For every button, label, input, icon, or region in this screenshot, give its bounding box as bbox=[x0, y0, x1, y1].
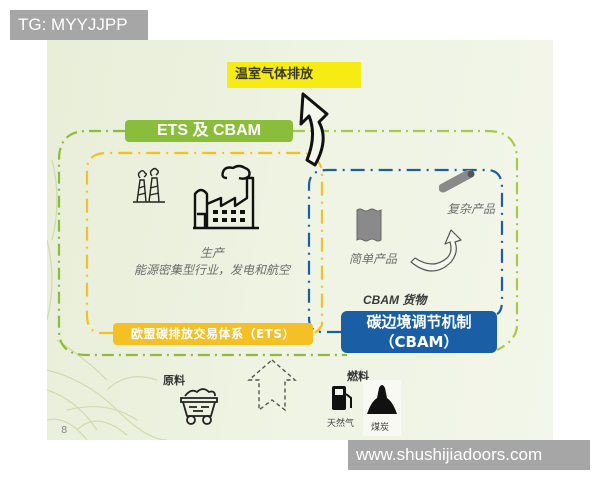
greenhouse-gas-emission-label: 温室气体排放 bbox=[227, 62, 361, 88]
mine-cart-icon bbox=[180, 388, 218, 425]
eu-ets-label: 欧盟碳排放交易体系（ETS） bbox=[113, 323, 313, 345]
chimney-stacks-icon bbox=[133, 167, 165, 203]
watermark-bottom-right: www.shushijiadoors.com bbox=[348, 440, 590, 470]
cbam-box-line2: （CBAM） bbox=[379, 333, 459, 351]
fuel-label: 燃料 bbox=[347, 370, 369, 383]
yellow-ets-boundary bbox=[85, 151, 324, 335]
production-text: 生产 能源密集型行业，发电和航空 bbox=[107, 245, 317, 279]
diagram-slide: 温室气体排放 ETS 及 CBAM 生产 能源密集型行业， bbox=[47, 40, 553, 440]
production-title: 生产 bbox=[199, 246, 224, 260]
simple-product-icon bbox=[356, 208, 382, 242]
emission-arrow-icon bbox=[299, 92, 329, 167]
cbam-box-line1: 碳边境调节机制 bbox=[366, 313, 472, 331]
transform-arrow-icon bbox=[410, 229, 462, 272]
cbam-goods-label: CBAM 货物 bbox=[363, 293, 427, 307]
gas-pump-icon bbox=[332, 386, 352, 410]
complex-product-icon bbox=[439, 170, 475, 193]
complex-product-label: 复杂产品 bbox=[447, 202, 496, 216]
simple-product-label: 简单产品 bbox=[349, 252, 398, 266]
ets-cbam-header: ETS 及 CBAM bbox=[125, 120, 293, 142]
green-boundary-left bbox=[57, 129, 347, 357]
page-number: 8 bbox=[61, 425, 68, 436]
coal-label: 煤炭 bbox=[371, 423, 390, 433]
production-subtitle: 能源密集型行业，发电和航空 bbox=[133, 263, 290, 277]
cbam-mechanism-box: 碳边境调节机制 （CBAM） bbox=[341, 311, 497, 353]
raw-material-label: 原料 bbox=[163, 374, 185, 387]
natural-gas-label: 天然气 bbox=[327, 419, 355, 429]
coal-pile-icon bbox=[367, 385, 397, 414]
green-boundary-right bbox=[293, 129, 519, 351]
watermark-top-left: TG: MYYJJPP bbox=[10, 10, 148, 40]
factory-icon bbox=[193, 164, 259, 230]
input-up-arrow-icon bbox=[247, 359, 297, 412]
